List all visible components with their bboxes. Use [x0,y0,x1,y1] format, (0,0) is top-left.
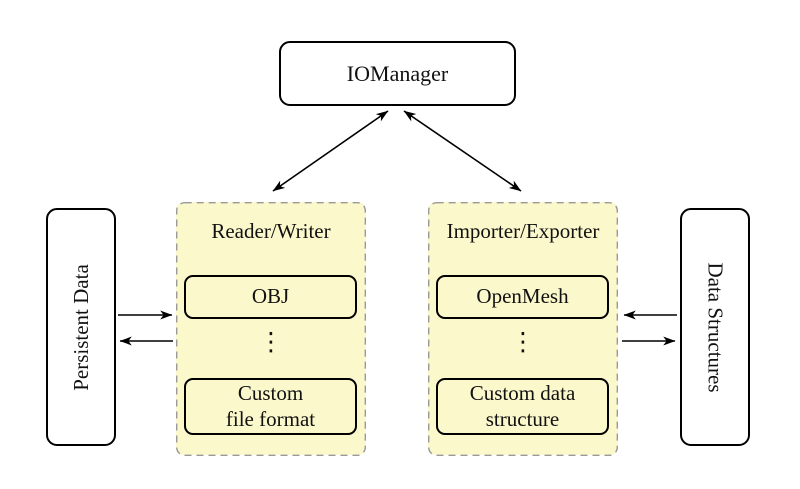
custom-data-structure-node: Custom data structure [436,378,609,435]
reader-writer-ellipsis: ⋮ [258,327,284,356]
iomanager-label: IOManager [346,60,449,86]
arrow-iomanager-importer-exporter [403,110,522,192]
iomanager-node: IOManager [279,41,516,106]
persistent-data-node: Persistent Data [46,208,116,446]
importer-exporter-panel: Importer/Exporter OpenMesh ⋮ Custom data… [428,202,618,455]
reader-writer-panel: Reader/Writer OBJ ⋮ Custom file format [176,202,366,455]
persistent-data-label: Persistent Data [68,263,93,391]
data-structures-label: Data Structures [703,261,728,393]
obj-node: OBJ [184,275,357,319]
custom-file-format-node: Custom file format [184,378,357,435]
importer-exporter-ellipsis: ⋮ [510,327,536,356]
importer-exporter-title: Importer/Exporter [446,219,600,243]
data-structures-node: Data Structures [680,208,750,446]
openmesh-node: OpenMesh [436,275,609,319]
reader-writer-title: Reader/Writer [211,219,331,243]
arrow-iomanager-reader-writer [272,110,389,192]
